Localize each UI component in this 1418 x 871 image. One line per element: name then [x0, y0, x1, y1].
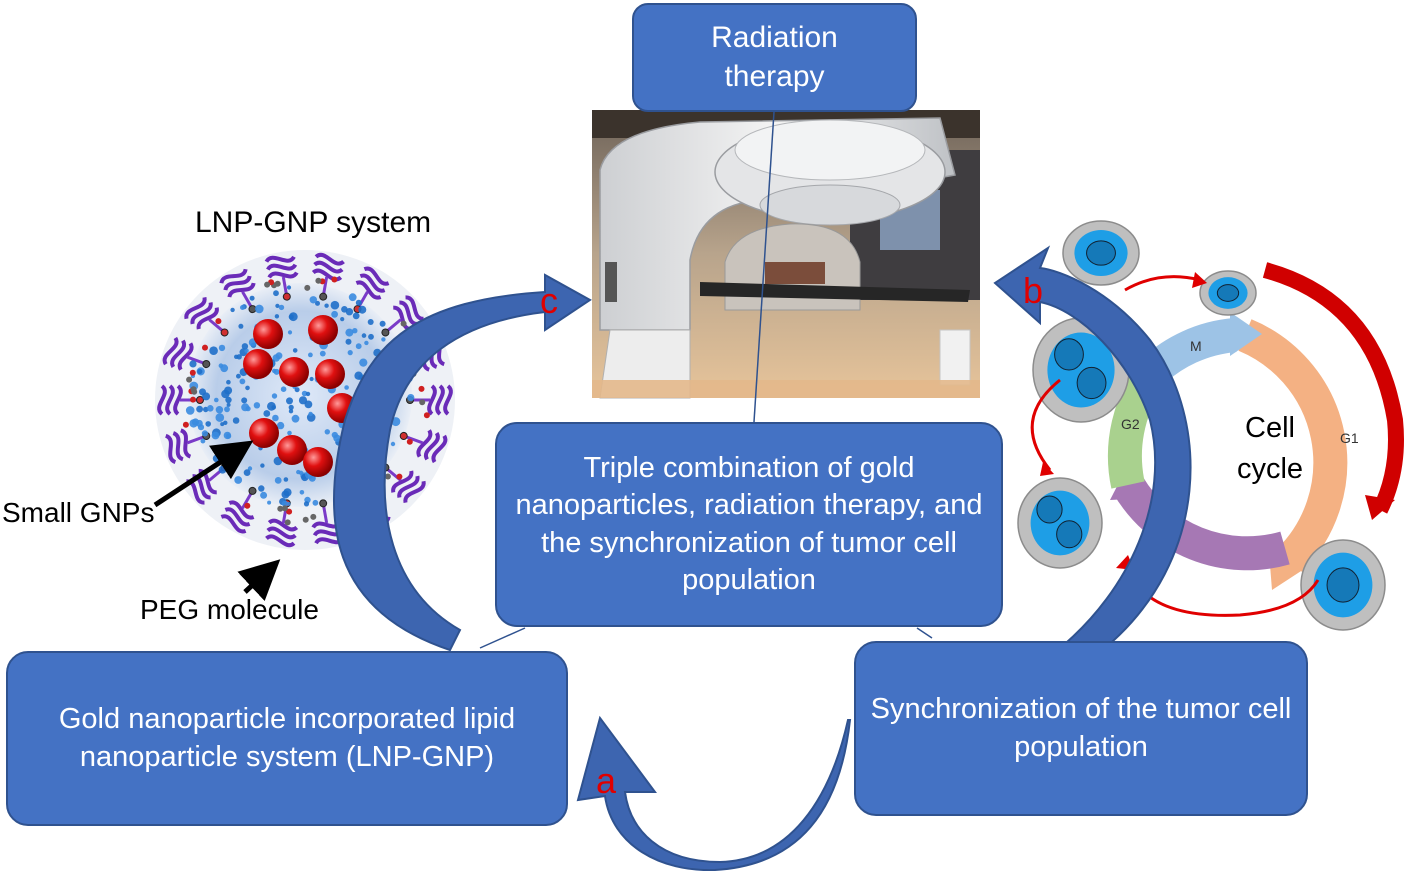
- cell-cycle-label: Cell cycle: [1236, 412, 1304, 485]
- tumor-cell: [1017, 477, 1103, 569]
- gold-nanoparticle: [279, 357, 309, 387]
- lnp-gnp-box: Gold nanoparticle incorporated lipid nan…: [6, 651, 568, 826]
- peg-molecule-icon: [220, 486, 257, 534]
- phase-g2-label: G2: [1121, 416, 1140, 432]
- radiation-therapy-box: Radiation therapy: [632, 3, 917, 112]
- gold-nanoparticle: [243, 349, 273, 379]
- gold-nanoparticle: [277, 435, 307, 465]
- lnp-gnp-particle: [155, 250, 455, 550]
- synchronization-box: Synchronization of the tumor cell popula…: [854, 641, 1308, 816]
- connector-line-right: [916, 627, 933, 639]
- peg-molecule-icon: [381, 463, 426, 504]
- peg-molecule-icon: [219, 268, 257, 314]
- arrow-label-b: b: [1023, 270, 1044, 311]
- tumor-cell: [1062, 220, 1140, 286]
- peg-molecule-icon: [164, 428, 211, 464]
- cycle-arrow-c: [332, 273, 592, 652]
- arrow-label-a: a: [596, 760, 617, 801]
- gold-nanoparticle: [249, 418, 279, 448]
- gold-nanoparticle: [303, 447, 333, 477]
- peg-molecule-icon: [184, 296, 229, 337]
- peg-molecule-icon: [264, 255, 299, 301]
- gold-nanoparticle: [253, 319, 283, 349]
- arrow-label-c: c: [540, 280, 558, 321]
- peg-molecule-label: PEG molecule: [140, 594, 319, 625]
- linac-photo: [592, 110, 980, 399]
- red-arrow-1: [1124, 275, 1201, 292]
- peg-molecule-icon: [399, 429, 448, 464]
- connector-line-left: [479, 627, 526, 649]
- red-arrow-g1: [1262, 262, 1404, 514]
- gold-nanoparticle: [308, 315, 338, 345]
- peg-molecule-icon: [311, 252, 345, 301]
- radiation-therapy-label: Radiation therapy: [711, 21, 838, 93]
- synchronization-label: Synchronization of the tumor cell popula…: [870, 693, 1292, 763]
- connector-line-top: [753, 111, 775, 423]
- tumor-cell: [1300, 539, 1386, 631]
- cycle-arrow-a: [576, 715, 852, 871]
- peg-pointer-arrow: [237, 559, 281, 602]
- triple-combination-label: Triple combination of gold nanoparticles…: [515, 452, 983, 596]
- peg-molecule-icon: [162, 336, 211, 371]
- triple-combination-box: Triple combination of gold nanoparticles…: [495, 422, 1003, 627]
- lnp-gnp-system-title: LNP-GNP system: [195, 206, 432, 239]
- phase-g1-arc: [1238, 319, 1348, 572]
- cell-cycle-diagram: [1017, 220, 1404, 631]
- phase-m-label: M: [1190, 338, 1202, 354]
- small-gnps-pointer-arrow: [153, 440, 254, 508]
- tumor-cell: [1199, 270, 1257, 316]
- gold-nanoparticle: [315, 359, 345, 389]
- lnp-gnp-box-label: Gold nanoparticle incorporated lipid nan…: [58, 703, 516, 773]
- small-gnps-label: Small GNPs: [2, 497, 155, 528]
- phase-g1-label: G1: [1340, 430, 1359, 446]
- phase-s-arc: [1113, 476, 1290, 571]
- cycle-arrow-b: [993, 245, 1192, 649]
- red-arrow-2: [1030, 378, 1061, 471]
